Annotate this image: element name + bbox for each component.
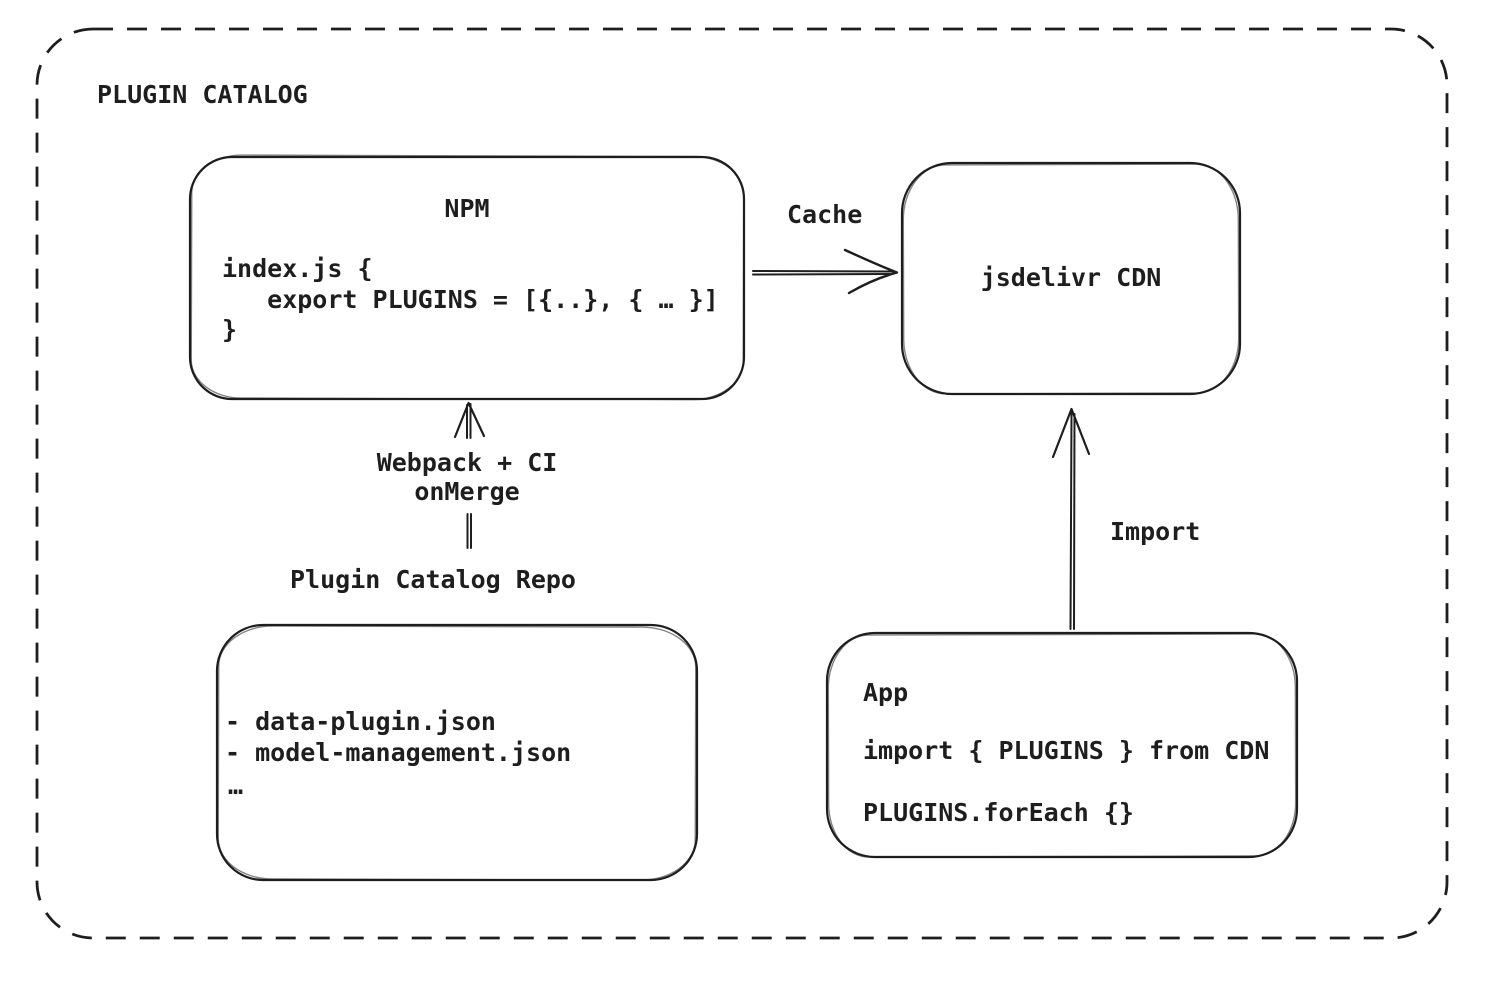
npm-code-line-3: } — [222, 315, 238, 344]
repo-file-2: - model-management.json — [225, 738, 572, 767]
cache-arrow-label: Cache — [787, 200, 863, 229]
npm-box — [188, 154, 746, 401]
build-arrow-head — [453, 401, 486, 439]
import-arrow-label: Import — [1110, 517, 1201, 546]
app-box-outline-sketch — [827, 633, 1297, 858]
app-box — [825, 631, 1299, 859]
import-arrow-line-sketch — [1073, 413, 1076, 630]
build-arrow-label-line-2: onMerge — [414, 477, 520, 506]
build-arrow-label-line-1: Webpack + CI — [376, 448, 558, 477]
app-box-title: App — [863, 678, 909, 707]
diagram-title: PLUGIN CATALOG — [97, 80, 308, 109]
npm-box-outline-sketch — [190, 154, 745, 401]
npm-code-line-2: export PLUGINS = [{..}, { … }] — [222, 285, 719, 314]
import-arrow-head — [1051, 407, 1091, 459]
npm-box-title: NPM — [444, 194, 490, 223]
build-arrow — [453, 401, 486, 549]
app-code-line-1: import { PLUGINS } from CDN — [863, 736, 1270, 765]
cache-arrow-line — [752, 270, 894, 273]
catalog-boundary-outline — [35, 27, 1449, 940]
repo-file-1: - data-plugin.json — [225, 707, 496, 736]
repo-box — [215, 623, 699, 882]
app-code-line-2: PLUGINS.forEach {} — [863, 798, 1134, 827]
npm-code-line-1: index.js { — [222, 254, 373, 283]
cache-arrow-head — [843, 248, 899, 295]
cache-arrow-line-sketch — [752, 273, 891, 276]
cdn-box-outline-sketch — [902, 163, 1240, 395]
repo-box-outline-sketch — [217, 625, 697, 881]
repo-box-title: Plugin Catalog Repo — [290, 565, 576, 594]
import-arrow — [1051, 407, 1091, 630]
repo-file-ellipsis: … — [228, 771, 244, 800]
import-arrow-line — [1069, 412, 1073, 630]
cache-arrow — [752, 248, 899, 295]
cdn-box-title: jsdelivr CDN — [980, 263, 1162, 292]
cdn-box — [900, 161, 1242, 396]
